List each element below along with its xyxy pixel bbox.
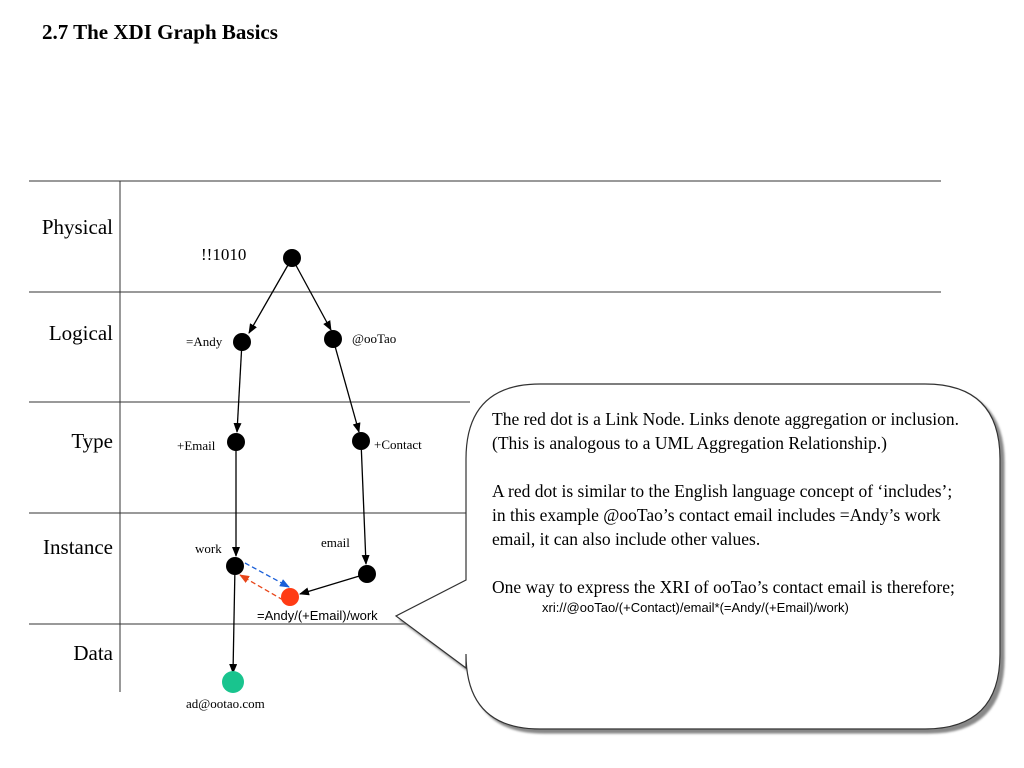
callout-xri-value: xri://@ooTao/(+Contact)/email*(=Andy/(+E… [542, 600, 849, 615]
callout-paragraph-includes: A red dot is similar to the English lang… [492, 481, 953, 549]
edge-work-data [229, 565, 238, 674]
edge-root-andy [248, 257, 293, 334]
node-label-ootao: @ooTao [352, 331, 396, 346]
node-label-email-type: +Email [177, 438, 216, 453]
callout-text: The red dot is a Link Node. Links denote… [492, 407, 962, 617]
edge-emailnode-link [299, 573, 367, 596]
edge-andy-email [233, 341, 243, 433]
slide-title: 2.7 The XDI Graph Basics [42, 20, 278, 44]
callout-bubble [394, 383, 1001, 730]
node-label-andy: =Andy [186, 334, 223, 349]
node-data [222, 671, 244, 693]
row-grid [29, 180, 941, 692]
node-label-root: !!1010 [201, 245, 246, 264]
node-ootao [324, 330, 342, 348]
node-link [281, 588, 299, 606]
row-label-instance: Instance [43, 535, 113, 559]
row-label-logical: Logical [49, 321, 113, 345]
node-andy [233, 333, 251, 351]
node-label-contact-type: +Contact [374, 437, 422, 452]
callout-paragraph-xri: One way to express the XRI of ooTao’s co… [492, 575, 962, 617]
node-label-link: =Andy/(+Email)/work [257, 608, 378, 623]
edge-link-work-red [239, 574, 284, 601]
edge-work-link-blue [244, 562, 290, 588]
edge-contact-emailnode [360, 440, 370, 565]
node-root [283, 249, 301, 267]
node-email-type [227, 433, 245, 451]
edge-root-ootao [291, 257, 332, 331]
node-label-email: email [321, 535, 350, 550]
node-contact-type [352, 432, 370, 450]
callout-xri-intro: One way to express the XRI of ooTao’s co… [492, 577, 955, 597]
callout-paragraph-link-node: The red dot is a Link Node. Links denote… [492, 409, 960, 453]
edge-ootao-contact [332, 338, 361, 433]
node-email [358, 565, 376, 583]
row-label-physical: Physical [42, 215, 113, 239]
graph-edges [229, 257, 370, 674]
node-label-work: work [195, 541, 222, 556]
row-label-type: Type [71, 429, 113, 453]
node-work [226, 557, 244, 575]
row-label-data: Data [73, 641, 113, 665]
node-label-data: ad@ootao.com [186, 696, 265, 711]
